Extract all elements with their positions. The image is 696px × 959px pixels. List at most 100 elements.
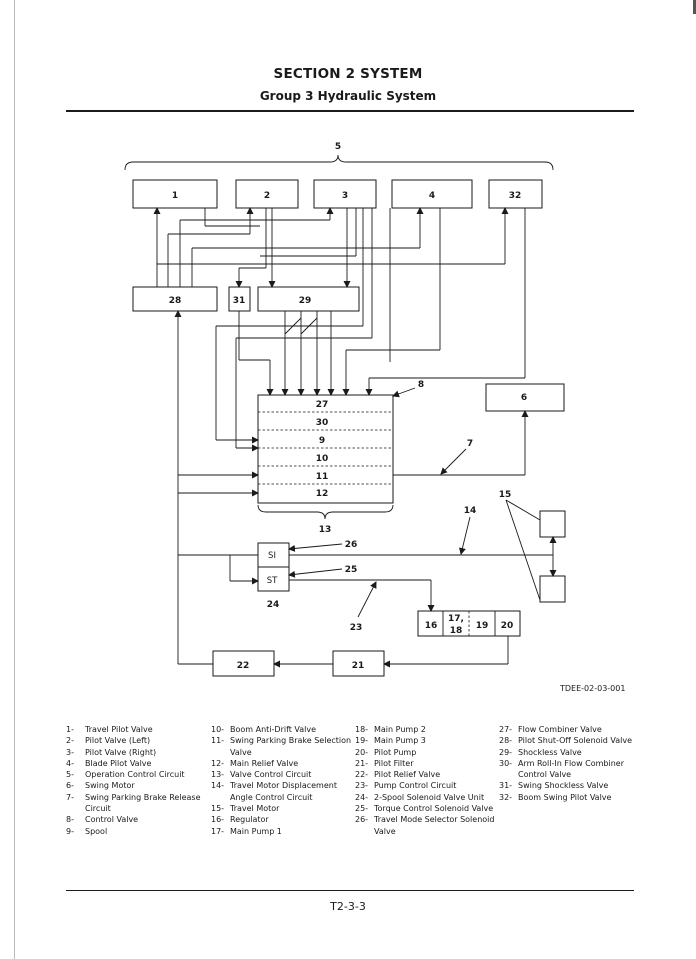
callout-15: 15: [499, 490, 512, 500]
legend-item-number: 6-: [66, 781, 74, 791]
legend-item: 12-Main Relief Valve: [211, 758, 351, 769]
valve-section-30: 30: [316, 418, 329, 428]
legend-item-text: Boom Anti-Drift Valve: [230, 725, 317, 734]
pump-label-20: 20: [501, 621, 514, 631]
legend-item: 21-Pilot Filter: [355, 758, 494, 769]
legend-item-text: Travel Mode Selector Solenoid: [374, 815, 495, 825]
legend-item: 18-Main Pump 2: [355, 724, 494, 735]
legend-item-text: Blade Pilot Valve: [85, 758, 152, 768]
legend-item-text: Pilot Pump: [374, 747, 417, 757]
legend-item-text: Swing Parking Brake Selection: [230, 736, 352, 746]
legend-item: 22-Pilot Relief Valve: [355, 769, 494, 780]
legend-item: 1-Travel Pilot Valve: [66, 724, 201, 735]
valve-section-9: 9: [319, 436, 325, 446]
legend-item-number: 2-: [66, 736, 74, 746]
callout-26: 26: [345, 540, 358, 550]
legend-item-number: 27-: [499, 725, 513, 734]
legend-item-number: [211, 747, 230, 758]
legend-item-number: 30-: [499, 758, 513, 768]
box-label-22: 22: [237, 661, 250, 671]
legend-item-number: 31-: [499, 781, 513, 791]
legend-item: 2-Pilot Valve (Left): [66, 735, 201, 746]
legend-item-text: 2-Spool Solenoid Valve Unit: [374, 792, 485, 802]
section-title: SECTION 2 SYSTEM: [273, 66, 423, 82]
legend-item: 20- Pilot Pump: [355, 747, 494, 758]
port-label-si: SI: [268, 551, 276, 561]
legend-item: Angle Control Circuit: [211, 792, 351, 803]
legend-item-number: [499, 769, 518, 780]
box-label-6: 6: [521, 393, 527, 403]
solenoid-unit-24: [257, 542, 290, 592]
legend-item-text: Pilot Relief Valve: [374, 770, 441, 780]
valve-section-27: 27: [316, 400, 329, 410]
valve-box-4: [391, 179, 473, 209]
legend-item: 28-Pilot Shut-Off Solenoid Valve: [499, 735, 632, 746]
legend-item-text: Control Valve: [85, 815, 139, 825]
legend-item-number: 7-: [66, 792, 74, 802]
legend-item-number: 32-: [499, 792, 513, 802]
pump-label-18-line: 18: [450, 626, 463, 636]
legend-item: 13-Valve Control Circuit: [211, 769, 351, 780]
legend-item-number: [355, 826, 374, 837]
legend-item-text: Main Pump 2: [374, 725, 426, 734]
legend-item-number: 12-: [211, 758, 225, 768]
box-label-4: 4: [429, 191, 435, 201]
legend-item-number: 20-: [355, 747, 369, 757]
brace-13: [257, 504, 394, 520]
legend-item: 3-Pilot Valve (Right): [66, 747, 201, 758]
valve-box-32: [488, 179, 543, 209]
legend-item-text: Circuit: [85, 804, 111, 814]
callout-5: 5: [335, 142, 341, 152]
legend-item: 24-2-Spool Solenoid Valve Unit: [355, 792, 494, 803]
legend-item-number: 9-: [66, 826, 74, 836]
legend-item-text: Operation Control Circuit: [85, 770, 185, 780]
legend-item: Control Valve: [499, 769, 632, 780]
page-margin-line: [14, 0, 15, 959]
valve-box-1: [132, 179, 218, 209]
legend-item: 10-Boom Anti-Drift Valve: [211, 724, 351, 735]
valve-box-2: [235, 179, 299, 209]
legend-item: 7-Swing Parking Brake Release: [66, 792, 201, 803]
pump-unit: [417, 610, 521, 637]
legend-item-number: [211, 792, 230, 803]
legend-item-number: 29-: [499, 747, 513, 757]
legend-item: 30- Arm Roll-In Flow Combiner: [499, 758, 632, 769]
page-number: T2-3-3: [330, 900, 366, 913]
legend-item-number: 26-: [355, 815, 369, 825]
legend-item: 14-Travel Motor Displacement: [211, 780, 351, 791]
legend-item-number: 21-: [355, 758, 369, 768]
valve-section-11: 11: [316, 472, 329, 482]
legend-item-number: 8-: [66, 815, 74, 825]
legend-item-number: 5-: [66, 770, 74, 780]
legend-item: Valve: [211, 747, 351, 758]
callout-7: 7: [467, 439, 473, 449]
callout-leaders: [288, 387, 541, 618]
legend-item: 23-Pump Control Circuit: [355, 780, 494, 791]
legend-item-number: 4-: [66, 758, 74, 768]
legend-item-text: Main Pump 3: [374, 736, 426, 746]
legend-item: 11-Swing Parking Brake Selection: [211, 735, 351, 746]
travel-motor-box-b: [539, 575, 566, 603]
callout-13: 13: [319, 525, 332, 535]
legend-item: 32-Boom Swing Pilot Valve: [499, 792, 632, 803]
diagram-id: TDEE-02-03-001: [560, 684, 626, 693]
port-label-st: ST: [267, 576, 278, 586]
legend-item: Valve: [355, 826, 494, 837]
legend-item-text: Arm Roll-In Flow Combiner: [518, 758, 625, 768]
legend-item-text: Valve: [230, 747, 252, 757]
valve-box-3: [313, 179, 377, 209]
legend-item: 25-Torque Control Solenoid Valve: [355, 803, 494, 814]
legend-item-text: Shockless Valve: [518, 747, 582, 757]
legend-item-text: Swing Motor: [85, 781, 135, 791]
legend-item-text: Valve Control Circuit: [230, 770, 312, 780]
legend-item-number: 23-: [355, 781, 369, 791]
legend-item: 9- Spool: [66, 826, 201, 837]
legend-item: 29- Shockless Valve: [499, 747, 632, 758]
legend-item: 15-Travel Motor: [211, 803, 351, 814]
pilot-lines: [153, 207, 557, 668]
legend-item-text: Spool: [85, 826, 108, 836]
legend-item-number: [66, 803, 85, 814]
pump-label-19: 19: [476, 621, 489, 631]
